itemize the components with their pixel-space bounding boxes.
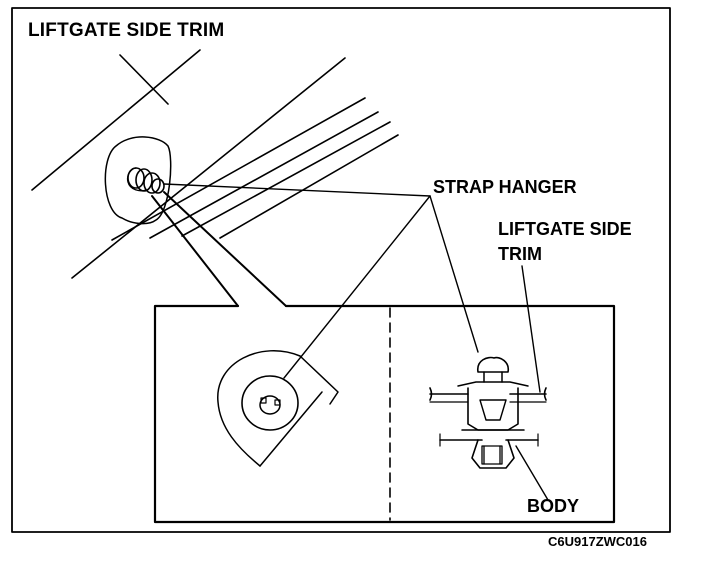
clip-cross-section (430, 358, 546, 468)
label-liftgate-side-trim-right-line2: TRIM (498, 244, 542, 264)
hanger-front-view (218, 351, 338, 466)
label-liftgate-side-trim-right-line1: LIFTGATE SIDE (498, 219, 632, 239)
callout-wedge-left (152, 196, 238, 306)
top-label-leader (120, 55, 168, 104)
callout-wedge-right (164, 192, 286, 306)
outer-frame (12, 8, 670, 532)
trim-cutout (105, 137, 170, 224)
side-trim-leader (522, 266, 540, 392)
label-body: BODY (527, 496, 580, 516)
strap-leader-1 (164, 184, 430, 196)
label-strap-hanger: STRAP HANGER (433, 177, 577, 197)
strap-hanger-small (128, 168, 164, 193)
strap-leader-2 (284, 196, 430, 378)
detail-box (155, 306, 614, 522)
strap-leader-3 (430, 196, 478, 352)
label-liftgate-side-trim-top: LIFTGATE SIDE TRIM (28, 20, 225, 41)
figure-code: C6U917ZWC016 (548, 534, 647, 549)
trim-panel-lines (32, 50, 398, 278)
body-leader (516, 446, 548, 500)
